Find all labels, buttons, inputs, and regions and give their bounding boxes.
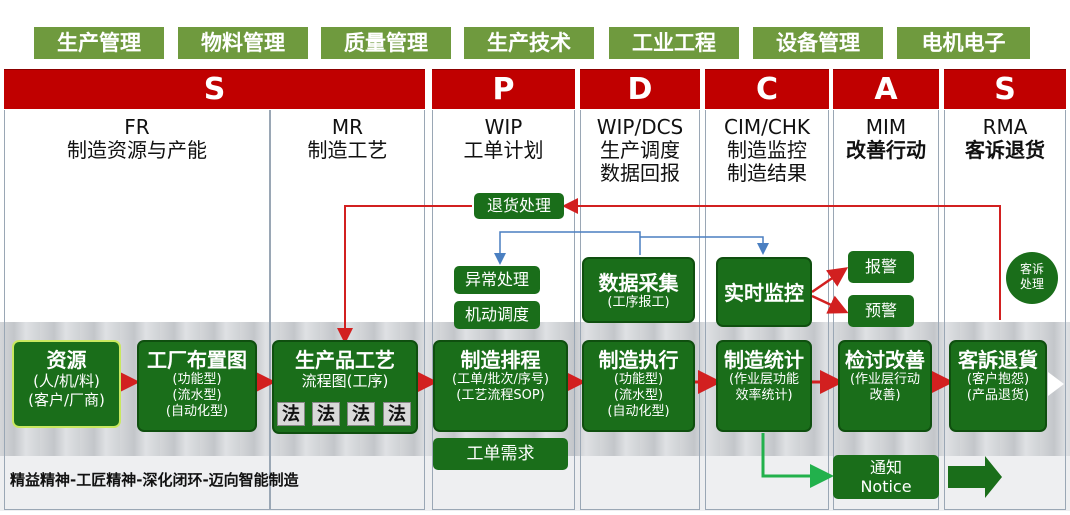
category-tab[interactable]: 物料管理 [178,27,308,59]
phase-header-p: P [432,69,575,109]
category-tab[interactable]: 生产技术 [464,27,594,59]
column-rma [944,110,1066,510]
phase-header-s2: S [944,69,1066,109]
complaint-handling-circle[interactable]: 客诉处理 [1006,252,1058,304]
method-tag: 法 [312,402,340,426]
method-tag: 法 [277,402,305,426]
category-tab[interactable]: 生产管理 [34,27,164,59]
manufacturing-statistics-box[interactable]: 制造统计 (作业层功能 效率统计) [716,340,812,432]
resource-box[interactable]: 资源 (人/机/料) (客户/厂商) [12,340,121,428]
category-tab[interactable]: 设备管理 [753,27,883,59]
category-tab[interactable]: 质量管理 [321,27,451,59]
production-scheduling-box[interactable]: 制造排程 (工单/批次/序号) (工艺流程SOP) [433,340,568,432]
manufacturing-execution-box[interactable]: 制造执行 (功能型) (流水型) (自动化型) [582,340,695,432]
returns-processing-box[interactable]: 退货处理 [474,193,564,219]
category-tab[interactable]: 电机电子 [897,27,1030,59]
phase-header-d: D [580,69,700,109]
column-dcs [580,110,700,510]
exception-handling-box[interactable]: 异常处理 [454,266,540,294]
data-collection-box[interactable]: 数据采集 (工序报工) [582,257,695,323]
category-tab[interactable]: 工业工程 [609,27,739,59]
customer-complaint-box[interactable]: 客訴退貨 (客户抱怨) (产品退货) [949,340,1047,432]
phase-header-a: A [833,69,939,109]
forward-arrow-icon [948,456,1002,498]
method-tag: 法 [347,402,375,426]
column-wip [432,110,575,510]
mobile-dispatch-box[interactable]: 机动调度 [454,301,540,329]
realtime-monitor-box[interactable]: 实时监控 [716,257,812,327]
phase-header-s: S [4,69,425,109]
method-tag: 法 [383,402,411,426]
column-fr [4,110,270,510]
alarm-box[interactable]: 报警 [848,251,914,283]
factory-layout-box[interactable]: 工厂布置图 (功能型) (流水型) (自动化型) [137,340,257,432]
column-mr [270,110,425,510]
warning-box[interactable]: 预警 [848,295,914,327]
review-improve-box[interactable]: 检讨改善 (作业层行动 改善) [838,340,932,432]
phase-header-c: C [705,69,829,109]
work-order-demand-box[interactable]: 工单需求 [433,438,568,470]
footer-slogan: 精益精神-工匠精神-深化闭环-迈向智能制造 [10,471,299,489]
